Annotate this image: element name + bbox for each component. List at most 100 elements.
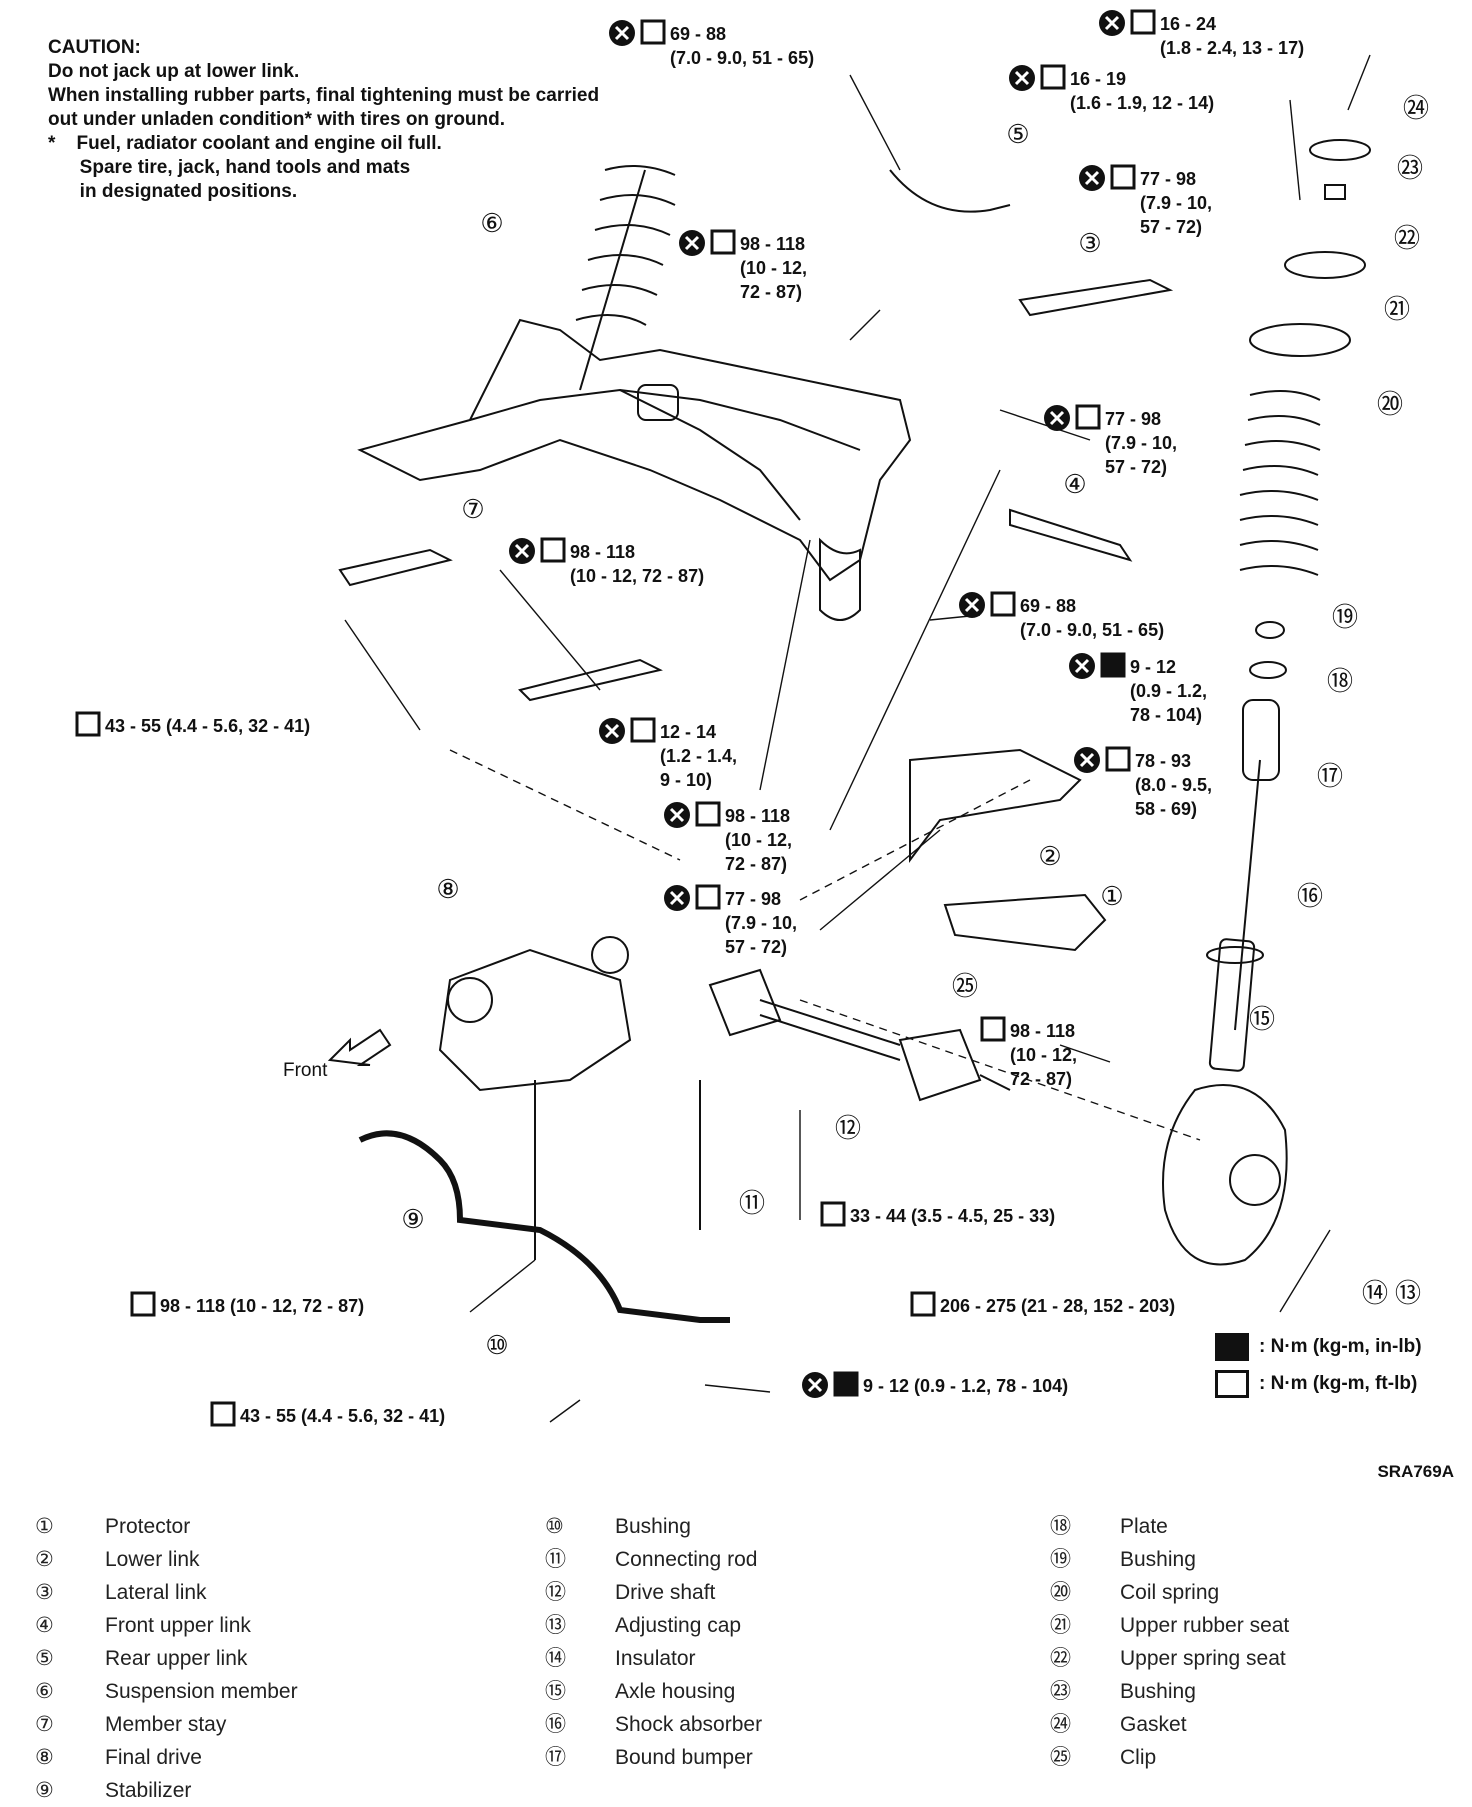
legend-item: ㉒ Upper spring seat <box>1050 1642 1289 1675</box>
wrench-ft-lb-icon <box>695 801 721 827</box>
legend-label: Plate <box>1120 1515 1168 1538</box>
protector-shape <box>943 893 1107 952</box>
torque-value: 77 - 98 <box>725 889 781 909</box>
callout-number: ⑮ <box>1249 1004 1275 1034</box>
callout-number: ⑪ <box>739 1188 765 1218</box>
legend-number: ⑳ <box>1050 1581 1071 1604</box>
legend-number: ⑲ <box>1050 1548 1071 1571</box>
legend-label: Shock absorber <box>615 1713 763 1736</box>
legend-label: Clip <box>1120 1746 1157 1769</box>
legend-number: ④ <box>35 1614 54 1637</box>
caution-line: * Fuel, radiator coolant and engine oil … <box>48 133 442 154</box>
torque-value: (7.9 - 10, <box>725 913 797 933</box>
legend-number: ㉒ <box>1050 1647 1071 1670</box>
callout-number: ⑤ <box>1006 119 1029 149</box>
gasket-shape <box>1309 139 1371 161</box>
legend-label: Lateral link <box>105 1581 207 1604</box>
torque-value: 72 - 87) <box>725 854 787 874</box>
torque-value: 43 - 55 (4.4 - 5.6, 32 - 41) <box>105 716 310 736</box>
torque-value: 206 - 275 (21 - 28, 152 - 203) <box>940 1296 1175 1316</box>
legend-number: ⑯ <box>545 1713 566 1736</box>
wrench-ft-lb-icon <box>75 711 101 737</box>
legend-label: Rear upper link <box>105 1647 248 1670</box>
leader-lines <box>344 54 1371 1423</box>
figure-code: SRA769A <box>1377 1462 1454 1481</box>
legend-number: ① <box>35 1515 54 1538</box>
legend-number: ㉕ <box>1050 1746 1071 1769</box>
callout-number: ⑩ <box>485 1330 508 1360</box>
torque-spec: 98 - 118(10 - 12, 72 - 87) <box>509 537 704 586</box>
callout-number: ⑦ <box>461 494 484 524</box>
legend-label: Axle housing <box>615 1680 736 1703</box>
torque-value: (10 - 12, <box>740 258 807 278</box>
torque-spec: 69 - 88 (7.0 - 9.0, 51 - 65) <box>959 591 1164 640</box>
callout-number: ② <box>1038 841 1061 871</box>
legend-number: ⑥ <box>35 1680 54 1703</box>
front-arrow-icon <box>327 1028 392 1066</box>
legend-label: Drive shaft <box>615 1581 716 1604</box>
legend-label: Upper rubber seat <box>1120 1614 1290 1637</box>
axle-housing-shape <box>1162 1084 1288 1266</box>
front-upper-link-shape <box>1009 508 1133 562</box>
torque-value: 9 - 10) <box>660 770 712 790</box>
wrench-ft-lb-icon <box>990 591 1016 617</box>
member-stay-shape <box>338 548 453 587</box>
callout-number: ㉓ <box>1397 153 1423 183</box>
torque-value: 58 - 69) <box>1135 799 1197 819</box>
wrench-ft-lb-icon <box>710 229 736 255</box>
torque-spec: 12 - 14(1.2 - 1.4,9 - 10) <box>599 717 737 790</box>
legend-label: Upper spring seat <box>1120 1647 1286 1670</box>
units-key: : N·m (kg-m, in-lb) : N·m (kg-m, ft-lb) <box>1215 1330 1422 1404</box>
torque-value: 78 - 104) <box>1130 705 1202 725</box>
legend-number: ⑬ <box>545 1614 566 1637</box>
legend-number: ⑭ <box>545 1647 566 1670</box>
torque-spec: 69 - 88(7.0 - 9.0, 51 - 65) <box>609 19 814 68</box>
legend-number: ⑨ <box>35 1779 54 1802</box>
torque-spec: 98 - 118 (10 - 12, 72 - 87) <box>130 1291 364 1317</box>
legend-number: ⑩ <box>545 1515 564 1538</box>
bushing-top-shape <box>1324 184 1346 200</box>
legend-item: ⑯ Shock absorber <box>545 1708 762 1741</box>
wrench-ft-lb-icon <box>540 537 566 563</box>
callout-number: ㉔ <box>1403 93 1429 123</box>
wrench-ft-lb-icon <box>820 1201 846 1227</box>
legend-label: Suspension member <box>105 1680 298 1703</box>
caution-title: CAUTION: <box>48 37 141 58</box>
wrench-ft-lb-icon <box>1075 404 1101 430</box>
torque-value: 98 - 118 (10 - 12, 72 - 87) <box>160 1296 364 1316</box>
torque-value: 57 - 72) <box>725 937 787 957</box>
legend-number: ② <box>35 1548 54 1571</box>
callout-number: ⑳ <box>1377 389 1403 419</box>
torque-value: (10 - 12, <box>725 830 792 850</box>
legend-number: ㉓ <box>1050 1680 1071 1703</box>
legend-label: Stabilizer <box>105 1779 192 1802</box>
callout-number: ⑧ <box>436 874 459 904</box>
torque-value: 69 - 88 <box>1020 596 1076 616</box>
wrench-ft-lb-icon <box>1215 1370 1249 1398</box>
caution-line: in designated positions. <box>48 181 298 202</box>
torque-spec: 77 - 98(7.9 - 10,57 - 72) <box>1079 164 1212 237</box>
wrench-ft-lb-icon <box>695 884 721 910</box>
torque-value: 78 - 93 <box>1135 751 1191 771</box>
torque-value: (1.6 - 1.9, 12 - 14) <box>1070 93 1214 113</box>
torque-value: (7.0 - 9.0, 51 - 65) <box>1020 620 1164 640</box>
legend-label: Gasket <box>1120 1713 1187 1736</box>
callout-number: ㉑ <box>1384 294 1410 324</box>
torque-value: 16 - 19 <box>1070 69 1126 89</box>
wrench-ft-lb-icon <box>1110 164 1136 190</box>
wrench-ft-lb-icon <box>210 1401 236 1427</box>
